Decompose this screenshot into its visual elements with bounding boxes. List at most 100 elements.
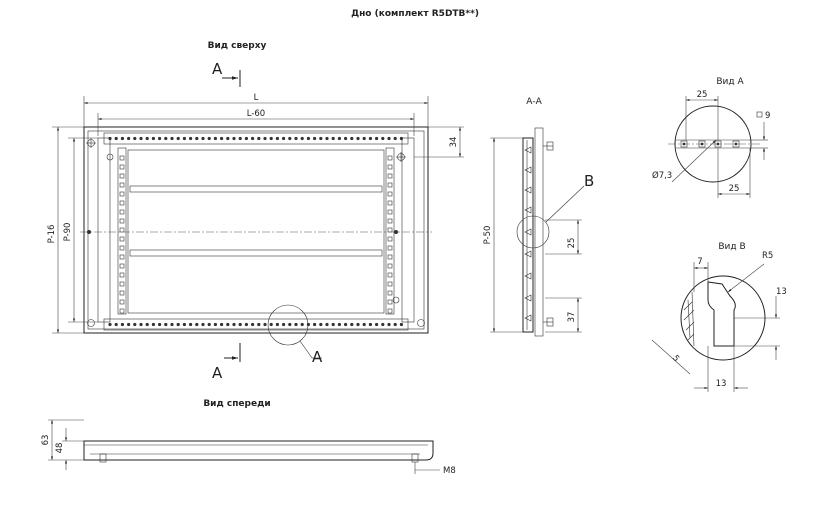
dim-25: 25: [567, 238, 577, 249]
detail-a-letter: А: [312, 348, 323, 366]
perforation-hole: [381, 322, 385, 327]
perforation-hole: [300, 136, 304, 141]
perforation-hole: [213, 136, 217, 141]
perforation-hole: [257, 322, 261, 327]
perforation-hole: [213, 322, 217, 327]
detail-b-leader: [545, 185, 585, 223]
strip-square-hole: [119, 182, 125, 188]
perforation-hole: [337, 136, 341, 141]
perforation-hole: [108, 136, 112, 141]
perforation-hole: [133, 322, 137, 327]
perforation-hole: [399, 322, 403, 327]
perforation-hole: [257, 136, 261, 141]
perforation-hole: [393, 322, 397, 327]
perforation-hole: [238, 136, 242, 141]
strip-square-hole: [119, 254, 125, 260]
view-a-hole-center: [700, 142, 704, 146]
dim-f-m8: M8: [443, 466, 456, 476]
perforation-hole: [195, 322, 199, 327]
strip-square-hole: [387, 200, 393, 206]
view-a-holes: [680, 140, 740, 148]
perforation-hole: [368, 136, 372, 141]
perforation-hole: [387, 322, 391, 327]
view-a-detail: Вид А 25 9 25 Ø7,3: [652, 77, 770, 198]
perforation-hole: [393, 136, 397, 141]
strip-square-hole: [387, 155, 393, 161]
view-a-square-hole: [732, 140, 740, 148]
strip-square-hole: [119, 281, 125, 287]
perforation-hole: [275, 322, 279, 327]
front-view-bolt-left: [99, 453, 107, 463]
detail-a-circle: [267, 304, 309, 346]
dim-f48: 48: [55, 443, 65, 454]
section-slot: [524, 250, 532, 258]
strip-square-hole: [119, 164, 125, 170]
perforation-hole: [294, 136, 298, 141]
strip-square-hole: [119, 272, 125, 278]
strip-square-hole: [387, 308, 393, 314]
perforation-hole: [251, 136, 255, 141]
dim-37: 37: [567, 312, 577, 323]
top-perforated-bar: [103, 132, 409, 145]
section-letter-bottom: А: [212, 364, 223, 382]
section-flange: [534, 127, 544, 337]
perforation-hole: [350, 136, 354, 141]
strip-square-hole: [119, 173, 125, 179]
section-slot: [524, 272, 532, 280]
left-inner-strip: [117, 147, 127, 315]
section-aa-view: А-А B P-50 25 37: [483, 97, 594, 337]
strip-square-hole: [119, 218, 125, 224]
perforation-hole: [220, 322, 224, 327]
view-b-keyhole-slot: [707, 281, 736, 347]
perforation-hole: [251, 322, 255, 327]
view-a-square-hole: [698, 140, 706, 148]
view-a-square-symbol: [756, 111, 763, 118]
front-view-body: [83, 440, 434, 461]
perforation-hole: [139, 322, 143, 327]
perforation-hole: [362, 322, 366, 327]
strip-square-hole: [387, 254, 393, 260]
perforation-hole: [387, 136, 391, 141]
dim-vb-r5: R5: [762, 251, 773, 261]
perforation-hole: [399, 136, 403, 141]
perforation-hole: [158, 136, 162, 141]
view-b-title: Вид В: [718, 242, 745, 252]
perforation-hole: [362, 136, 366, 141]
strip-square-hole: [119, 209, 125, 215]
bottom-bar-holes: [108, 322, 403, 327]
bottom-perforated-bar: [103, 318, 409, 331]
left-strip-holes: [119, 155, 125, 314]
dim-vb13-bottom: 13: [716, 379, 727, 389]
left-side-rail: [97, 137, 111, 323]
perforation-hole: [344, 136, 348, 141]
strip-square-hole: [387, 218, 393, 224]
strip-square-hole: [119, 191, 125, 197]
perforation-hole: [306, 322, 310, 327]
strip-square-hole: [119, 308, 125, 314]
dim-line-va-dia: [671, 139, 717, 183]
perforation-hole: [313, 136, 317, 141]
perforation-hole: [182, 136, 186, 141]
perforation-hole: [368, 322, 372, 327]
dim-va25-bot: 25: [729, 184, 740, 194]
perforation-hole: [263, 136, 267, 141]
strip-square-hole: [387, 227, 393, 233]
view-b-hatching: [683, 301, 695, 341]
cross-rail-lower: [129, 249, 383, 257]
detail-b-letter: B: [584, 172, 594, 190]
perforation-hole: [238, 322, 242, 327]
perforation-hole: [207, 136, 211, 141]
front-view-bolt-right: [411, 453, 419, 463]
strip-square-hole: [119, 200, 125, 206]
perforation-hole: [158, 322, 162, 327]
dim-va9: 9: [765, 111, 770, 121]
perforation-hole: [170, 322, 174, 327]
perforation-hole: [269, 136, 273, 141]
perforation-hole: [381, 136, 385, 141]
strip-square-hole: [387, 173, 393, 179]
perforation-hole: [114, 322, 118, 327]
dim-va-dia: Ø7,3: [652, 170, 672, 181]
dim-vb5: 5: [670, 353, 681, 364]
dim-p50: P-50: [483, 226, 493, 245]
